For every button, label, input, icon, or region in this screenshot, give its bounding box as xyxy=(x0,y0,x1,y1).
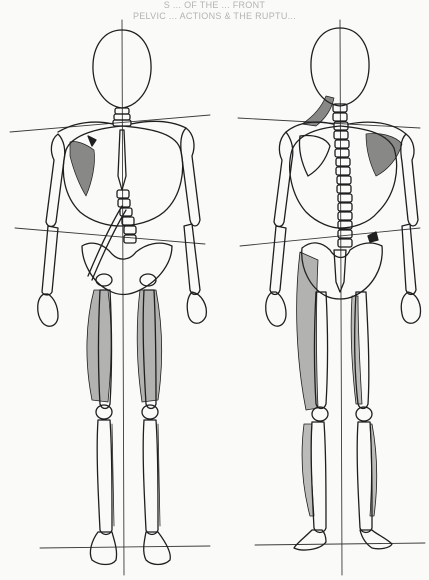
front-psoas-line xyxy=(88,206,122,276)
front-left-hand xyxy=(38,294,58,326)
back-right-upper-arm xyxy=(401,134,418,226)
skeleton-back-view-icon xyxy=(266,28,421,550)
back-vertical-axis xyxy=(340,20,342,575)
front-shoulder-muscle xyxy=(70,141,95,196)
front-left-upper-arm xyxy=(46,134,65,227)
back-left-upper-arm xyxy=(274,132,293,227)
front-lumbar-spine xyxy=(117,190,136,243)
back-left-hand xyxy=(266,292,286,326)
front-right-thigh-muscle xyxy=(137,290,161,402)
front-hip-line xyxy=(15,228,205,244)
front-vertical-axis xyxy=(122,20,124,575)
front-left-foot xyxy=(90,532,116,565)
back-left-scapula xyxy=(299,135,330,176)
back-right-thigh-muscle xyxy=(351,296,362,404)
front-pelvis xyxy=(82,243,172,294)
back-left-knee xyxy=(312,407,328,421)
front-pectoral-mark xyxy=(88,136,96,146)
front-pelvis-socket-left xyxy=(96,274,112,286)
front-right-kneecap xyxy=(142,405,158,419)
front-right-clavicle xyxy=(131,121,186,128)
front-right-hand xyxy=(187,292,206,323)
front-left-shin xyxy=(97,420,112,535)
back-left-forearm xyxy=(270,226,286,295)
front-left-forearm xyxy=(42,226,58,295)
back-spine xyxy=(333,104,352,247)
front-right-shin xyxy=(143,420,158,535)
back-hip-line xyxy=(240,228,420,246)
front-right-foot xyxy=(144,532,171,565)
guide-lines xyxy=(10,20,425,575)
front-pelvis-socket-right xyxy=(140,274,156,286)
back-right-knee xyxy=(356,407,372,421)
front-ground-line xyxy=(40,546,210,548)
front-right-upper-arm xyxy=(181,128,200,226)
back-right-forearm xyxy=(402,224,416,295)
front-left-kneecap xyxy=(96,405,112,419)
back-ground-line xyxy=(255,543,425,545)
back-right-hand xyxy=(401,292,420,323)
front-psoas-line-2 xyxy=(92,210,126,280)
front-right-forearm xyxy=(184,224,200,295)
